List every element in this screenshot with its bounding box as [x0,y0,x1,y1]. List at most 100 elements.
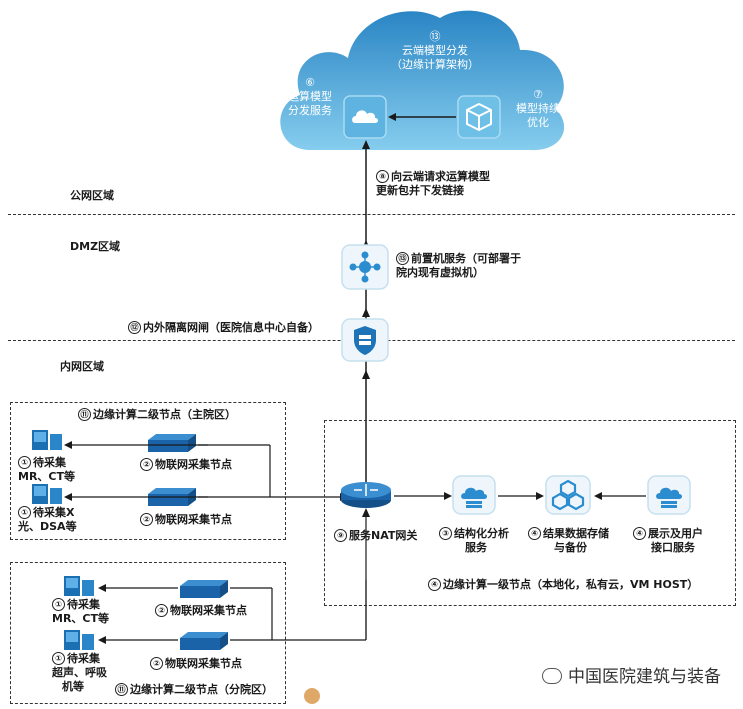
branch-device-1-num: ① [52,598,65,611]
main-device-2-icon [32,484,62,504]
frontend-server-icon [341,244,389,290]
struct-num: ③ [439,527,452,540]
branch-device-1-icon [64,576,94,596]
storage-line2: 与备份 [554,541,587,554]
model-dispatch-num: ⑥ [305,76,315,89]
branch-device-2-line1: 待采集 [67,652,100,665]
nat-gateway-icon [341,482,391,508]
cloud-dispatch-icon [343,95,387,139]
storage-line1: 结果数据存储 [543,527,609,540]
first-level-arrows [394,492,646,500]
branch-iot-1-num: ② [155,604,168,617]
branch-to-nat-arrow [362,508,370,640]
main-iot-node-1-icon [148,434,196,452]
branch-campus-title-text: 边缘计算二级节点（分院区） [130,683,273,696]
request-line2: 更新包并下发链接 [376,184,464,197]
branch-campus-connections [98,580,367,644]
branch-campus-title-num: ⑪ [115,683,128,696]
main-device-1-num: ① [18,456,31,469]
model-optimize-line1: 模型持续 [516,102,560,115]
model-dispatch-line1: 运算模型 [288,90,332,103]
branch-device-2-icon [64,630,94,650]
main-iot-1-num: ② [140,458,153,471]
struct-line2: 服务 [465,541,487,554]
first-level-box [324,420,736,606]
zone-dmz-label: DMZ区域 [70,240,121,253]
main-device-2-line2: 光、DSA等 [18,520,77,533]
model-dispatch-label: ⑥ 运算模型 分发服务 [280,76,340,118]
display-interface-icon [647,475,691,515]
request-line1: 向云端请求运算模型 [391,170,490,183]
main-campus-connections [64,441,348,501]
storage-num: ④ [528,527,541,540]
branch-device-1-line2: MR、CT等 [52,612,109,625]
page-dot [304,688,320,704]
model-optimize-line2: 优化 [527,116,549,129]
watermark: 中国医院建筑与装备 [542,662,721,687]
branch-iot-node-1-icon [180,580,228,598]
cloud-title-line1: 云端模型分发 [402,44,468,57]
main-device-1-line1: 待采集 [33,456,66,469]
gap-text: 内外隔离网闸（医院信息中心自备） [143,321,319,334]
model-optimize-icon [457,95,501,139]
branch-iot-2-num: ② [150,657,163,670]
first-level-title-num: ④ [428,578,441,591]
display-num: ④ [633,527,646,540]
main-iot-2-text: 物联网采集节点 [155,513,232,526]
model-dispatch-line2: 分发服务 [288,104,332,117]
frontend-line2: 院内现有虚拟机） [396,266,484,279]
main-device-1-line2: MR、CT等 [18,470,75,483]
display-line2: 接口服务 [651,541,695,554]
cloud-title: ⑬ 云端模型分发 （边缘计算架构） [380,30,490,72]
main-campus-title-num: ⑪ [78,408,91,421]
frontend-line1: 前置机服务（可部署于 [411,252,521,265]
branch-iot-1-text: 物联网采集节点 [170,604,247,617]
zone-internal-label: 内网区域 [60,360,104,373]
request-num: ⑧ [376,170,389,183]
cloud-internal-arrow [388,113,456,121]
first-level-title-text: 边缘计算一级节点（本地化，私有云，VM HOST） [443,578,699,591]
branch-device-2-line3: 机等 [62,680,84,693]
branch-campus-box [10,562,286,704]
gatekeeper-shield-icon [341,318,389,362]
branch-iot-2-text: 物联网采集节点 [165,657,242,670]
zone-divider-public-dmz [8,214,735,215]
main-device-2-line1: 待采集X [33,506,75,519]
main-device-1-icon [32,430,62,450]
main-campus-title-text: 边缘计算二级节点（主院区） [93,408,236,421]
wechat-icon [542,668,562,684]
cloud-title-line2: （边缘计算架构） [391,58,479,71]
branch-iot-node-2-icon [180,632,228,650]
display-line1: 展示及用户 [648,527,703,540]
gap-num: ⑫ [128,321,141,334]
frontend-num: ⑬ [396,252,409,265]
nat-num: ⑨ [334,529,347,542]
cloud-title-num: ⑬ [429,30,441,43]
main-campus-box [10,402,286,540]
branch-device-1-line1: 待采集 [67,598,100,611]
struct-line1: 结构化分析 [454,527,509,540]
main-iot-1-text: 物联网采集节点 [155,458,232,471]
model-optimize-label: ⑦ 模型持续 优化 [510,88,566,130]
structured-analysis-icon [452,475,496,515]
main-device-2-num: ① [18,506,31,519]
data-storage-icon [545,475,591,515]
model-optimize-num: ⑦ [533,88,543,101]
